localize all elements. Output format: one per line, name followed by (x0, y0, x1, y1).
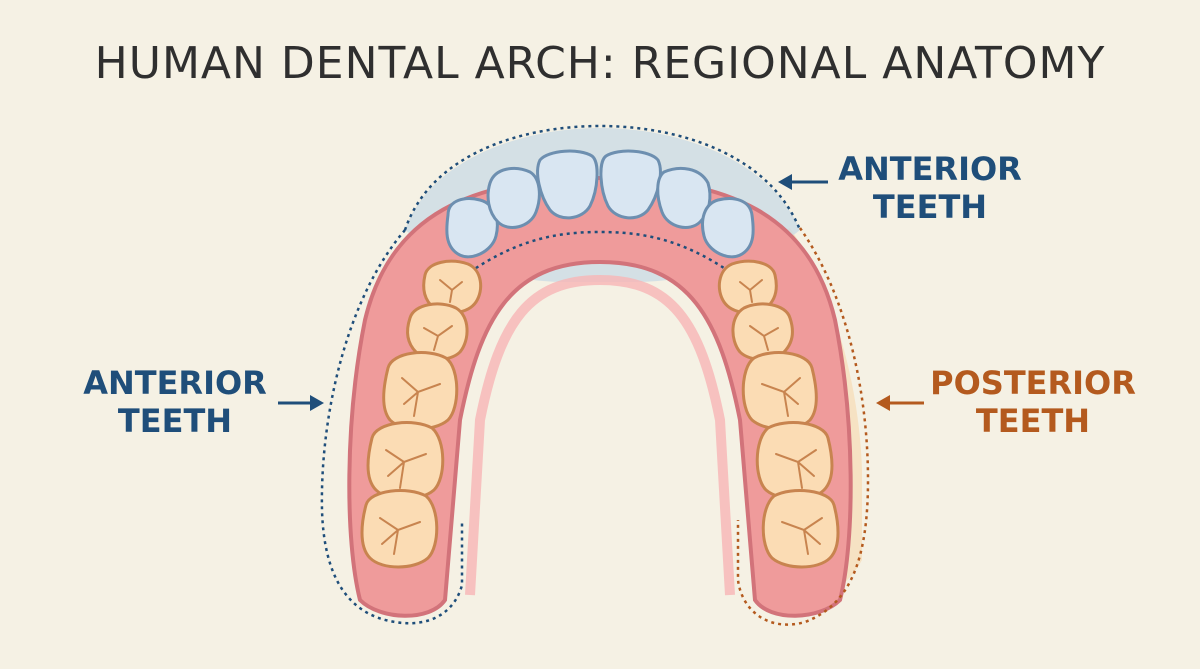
tooth-premolar-right-2 (731, 302, 794, 361)
left-dotted-bracket (320, 229, 464, 625)
label-posterior-right-line2: TEETH (975, 402, 1091, 440)
gum-inner-band (465, 274, 735, 596)
arrow-anterior-top (778, 174, 828, 190)
page-title: HUMAN DENTAL ARCH: REGIONAL ANATOMY (94, 38, 1106, 89)
tooth-lateral-incisor-left (486, 166, 541, 229)
anterior-outer-dotted-line (403, 124, 802, 231)
label-posterior-teeth-right: POSTERIOR TEETH (908, 364, 1158, 440)
tooth-premolar-left-2 (406, 302, 469, 361)
label-anterior-top-line2: TEETH (872, 188, 988, 226)
label-anterior-top-line1: ANTERIOR (838, 150, 1022, 188)
tooth-canine-left (445, 197, 499, 259)
label-anterior-left-line2: TEETH (117, 402, 233, 440)
tooth-central-incisor-left-1 (536, 149, 599, 220)
label-anterior-left-line1: ANTERIOR (83, 364, 267, 402)
anterior-inner-dotted-line (469, 230, 731, 274)
tooth-premolar-left-1 (422, 259, 483, 315)
anterior-teeth-group (445, 149, 755, 259)
right-dotted-bracket (736, 227, 870, 626)
tooth-canine-right (701, 197, 755, 259)
arrow-anterior-left (278, 395, 324, 411)
label-anterior-teeth-left: ANTERIOR TEETH (60, 364, 290, 440)
arrow-posterior-right (876, 395, 924, 411)
tooth-central-incisor-right-1 (599, 149, 662, 220)
tooth-lateral-incisor-right (656, 166, 712, 229)
label-posterior-right-line1: POSTERIOR (930, 364, 1136, 402)
occlusal-grooves (379, 279, 823, 555)
label-anterior-teeth-top: ANTERIOR TEETH (820, 150, 1040, 226)
